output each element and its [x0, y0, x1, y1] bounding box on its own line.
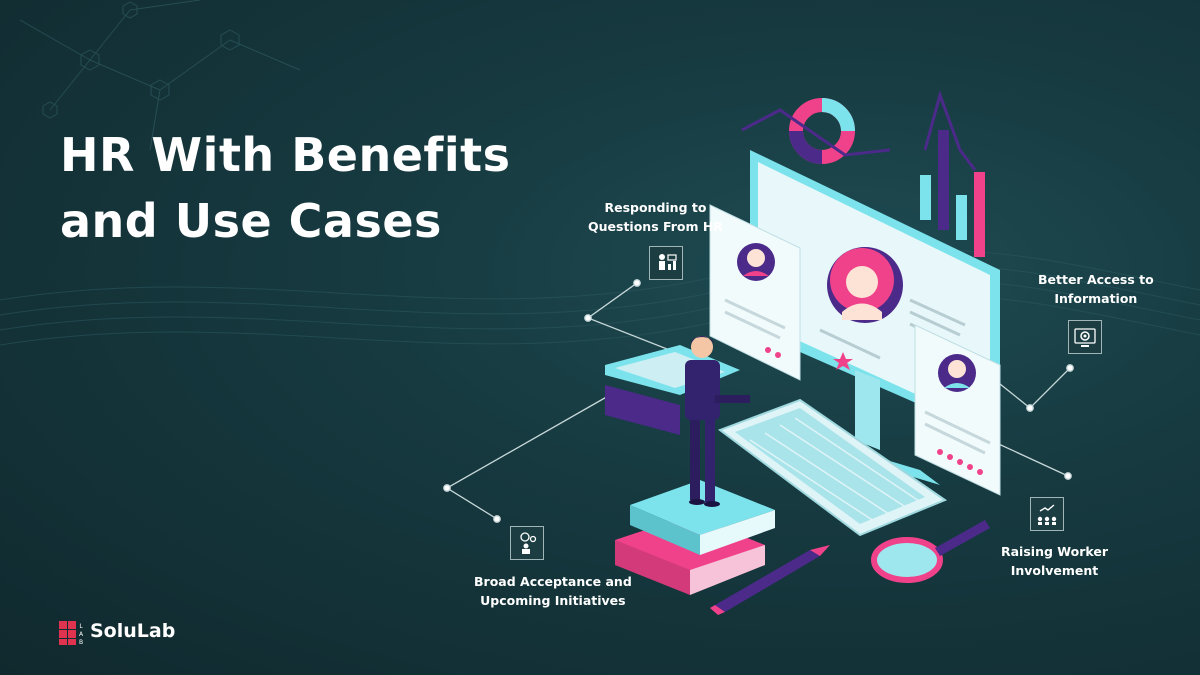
- person-figure: [685, 336, 750, 507]
- solulab-logo-mark: L A B: [59, 621, 84, 646]
- svg-text:L: L: [79, 623, 83, 630]
- title-line-1: HR With Benefits: [60, 128, 511, 182]
- callout-line: Responding to: [604, 200, 707, 215]
- magnifying-glass: [871, 520, 990, 583]
- donut-chart: [789, 98, 855, 164]
- idea-person-icon: [510, 526, 544, 560]
- page-title: HR With Benefits and Use Cases: [60, 122, 511, 254]
- callout-line: Broad Acceptance and: [474, 574, 632, 589]
- molecule-network: [19, 0, 301, 151]
- title-line-2: and Use Cases: [60, 194, 442, 248]
- callout-line: Information: [1054, 291, 1138, 306]
- callout-responding-label: Responding to Questions From HR: [588, 198, 723, 236]
- information-gear-icon: [1068, 320, 1102, 354]
- bar-chart: [920, 90, 985, 257]
- callout-access-label: Better Access to Information: [1038, 270, 1154, 308]
- brand-name: SoluLab: [90, 620, 176, 642]
- book-stack-center: [615, 480, 775, 595]
- pencil: [710, 545, 830, 615]
- hr-dashboard-icon: [649, 246, 683, 280]
- profile-card-right: [914, 324, 1001, 496]
- svg-text:A: A: [79, 631, 84, 638]
- solulab-logo[interactable]: L A B SoluLab: [50, 618, 180, 654]
- callout-line: Questions From HR: [588, 219, 723, 234]
- callout-line: Raising Worker: [1001, 544, 1108, 559]
- hr-illustration: [605, 90, 1001, 615]
- callout-line: Better Access to: [1038, 272, 1154, 287]
- svg-text:B: B: [79, 639, 83, 646]
- callout-line: Involvement: [1010, 563, 1099, 578]
- callout-acceptance-label: Broad Acceptance and Upcoming Initiative…: [474, 572, 632, 610]
- profile-card-left: [709, 204, 801, 381]
- wave-lines: [0, 249, 1200, 346]
- callout-involvement-label: Raising Worker Involvement: [1001, 542, 1108, 580]
- team-growth-icon: [1030, 497, 1064, 531]
- keyboard: [717, 398, 948, 537]
- callout-line: Upcoming Initiatives: [480, 593, 626, 608]
